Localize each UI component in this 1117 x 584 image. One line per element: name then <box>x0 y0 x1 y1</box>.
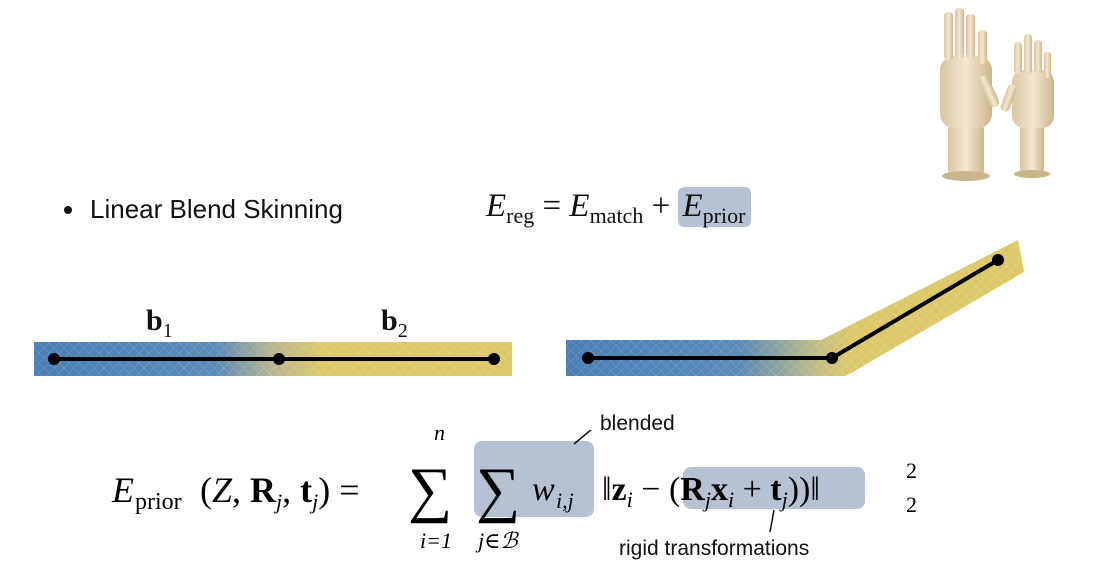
rigid-pointer <box>769 509 775 533</box>
eq-term1: E <box>569 188 590 224</box>
joint-node <box>826 352 838 364</box>
rigid-annotation: rigid transformations <box>619 537 810 560</box>
right-hand-model <box>1000 34 1054 178</box>
sum-outer-upper: n <box>434 430 445 445</box>
norm-exponent: 2 <box>906 458 917 483</box>
sum-outer-lower: i=1 <box>420 528 452 553</box>
prior-energy-formula: E prior (Z, Rj, tj) = n ∑ i=1 ∑ j∈ℬ w i,… <box>111 430 917 553</box>
bullet-dot <box>64 205 72 214</box>
rigid-highlight <box>683 467 865 509</box>
eq-equals: = <box>542 188 562 224</box>
formula-lhs: E <box>111 470 134 510</box>
energy-equation: Ereg = Ematch + Eprior <box>486 187 752 229</box>
formula-lhs-sub: prior <box>135 489 182 515</box>
weight-symbol: w <box>532 471 555 508</box>
eq-term2-sub: prior <box>702 203 746 228</box>
deformed-pose-bar <box>566 240 1024 376</box>
norm-expression: ‖zi − (Rjxi + tj))‖ <box>602 471 820 512</box>
sum-outer-symbol: ∑ <box>408 456 452 524</box>
sum-inner-lower: j∈ℬ <box>475 528 519 553</box>
eq-lhs-sub: reg <box>506 203 535 228</box>
blended-pointer <box>573 430 592 445</box>
blended-annotation: blended <box>600 412 675 435</box>
joint-node <box>488 353 500 365</box>
eq-term2: E <box>682 188 703 224</box>
joint-node <box>273 353 285 365</box>
left-hand-model <box>940 8 1000 181</box>
eq-prior-highlight: Eprior <box>678 187 752 228</box>
eq-term1-sub: match <box>589 203 644 228</box>
weight-sub: i,j <box>556 488 574 513</box>
rest-pose-bar <box>34 342 512 376</box>
formula-args: (Z, Rj, tj) = <box>200 470 360 514</box>
joint-node <box>582 352 594 364</box>
bullet-text: Linear Blend Skinning <box>90 194 343 224</box>
blended-highlight <box>474 441 594 517</box>
eq-lhs: E <box>486 188 507 224</box>
bone-label-b2: b2 <box>381 304 408 342</box>
bullet-item: Linear Blend Skinning <box>64 194 343 225</box>
sum-inner-symbol: ∑ <box>476 456 520 524</box>
norm-subscript: 2 <box>906 492 917 517</box>
eq-plus: + <box>651 188 671 224</box>
joint-node <box>48 353 60 365</box>
bone-label-b1: b1 <box>146 304 173 342</box>
wooden-hands-image <box>940 8 1054 181</box>
joint-node <box>992 254 1004 266</box>
